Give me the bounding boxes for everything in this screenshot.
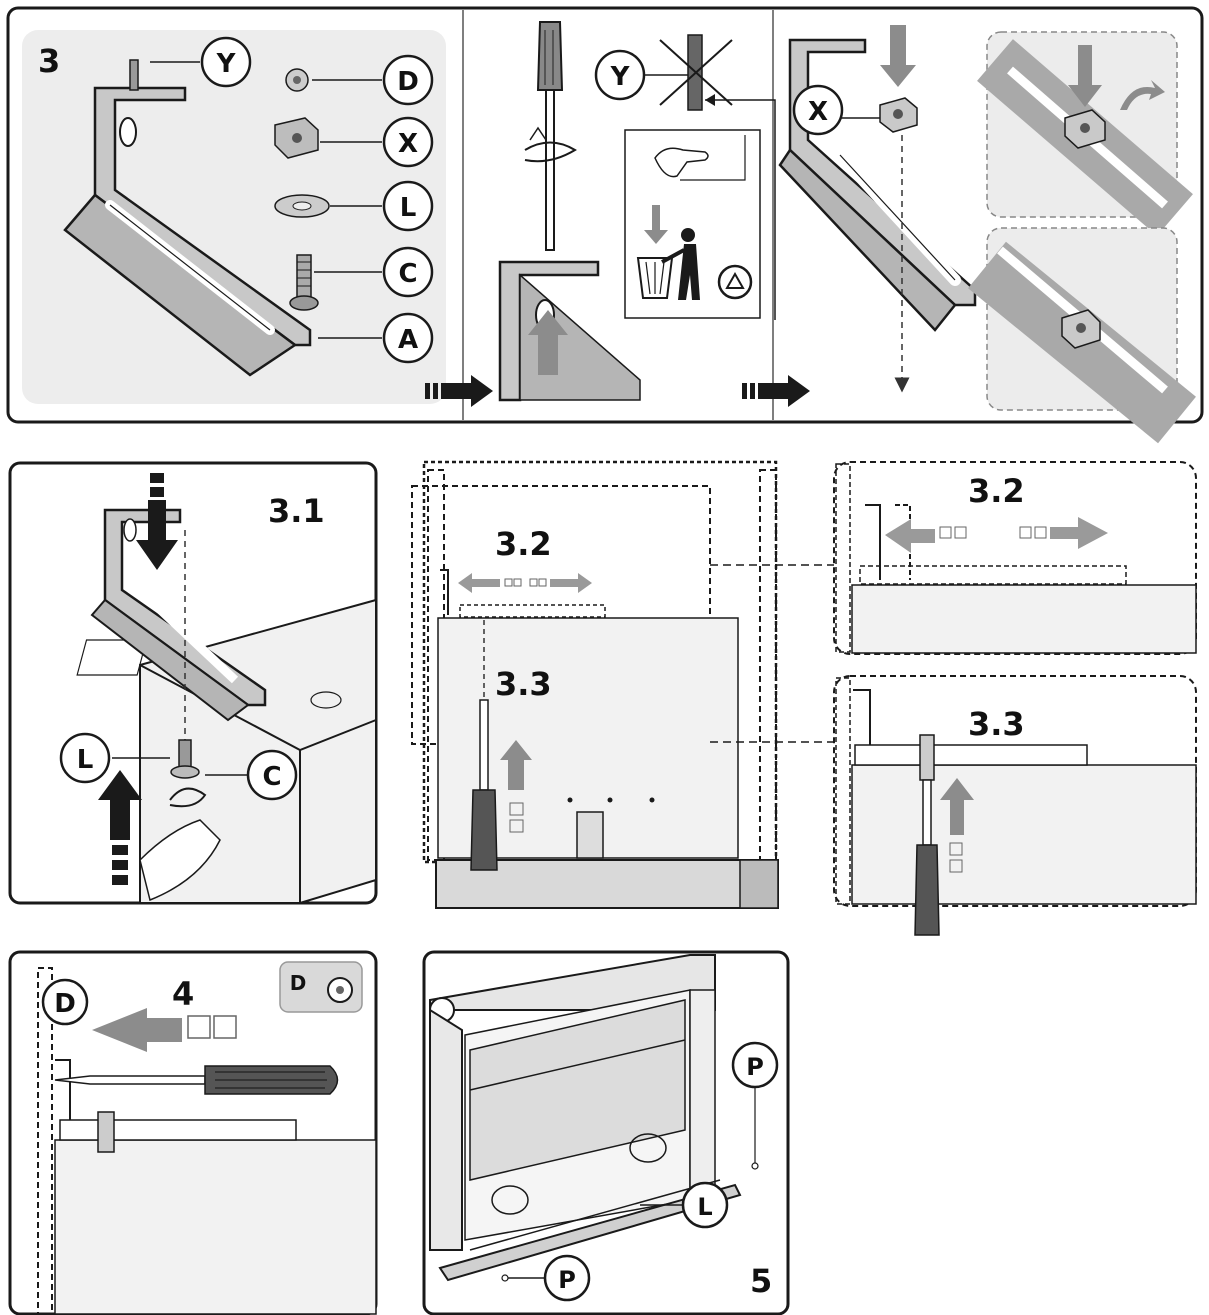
step-3-2-detail-label: 3.2 [968,472,1025,510]
callout-d: D [382,54,434,106]
panel-detail-3-2: 3.2 [833,461,1197,655]
callout-c: C [382,246,434,298]
callout-l: L [382,180,434,232]
recycle-icon [717,264,753,300]
callout-x: X [382,116,434,168]
svg-text:L: L [400,193,417,223]
callout-c-3-1: C [246,749,298,801]
step-3-3-detail-label: 3.3 [968,705,1025,743]
svg-text:D: D [397,67,419,97]
bracket-illustration [63,59,382,377]
cabinet-overview: 3.2 3.3 [411,460,835,909]
trash-bin-icon [636,228,700,300]
callout-l-3-1: L [59,732,111,784]
svg-text:D: D [54,989,76,1019]
bracket-cage-nut [778,25,977,393]
detail-insert-nut [977,31,1193,236]
svg-text:P: P [746,1053,764,1081]
svg-text:P: P [558,1266,576,1294]
panel-step-3-1: 3.1 L C [8,461,378,905]
disposal-box [624,129,761,319]
callout-p-bottom: P [543,1254,591,1302]
bracket-top-detail [498,260,641,402]
step-5-label: 5 [750,1262,772,1300]
callout-x-right: X [792,84,844,136]
part-d-badge: D [279,961,363,1013]
svg-text:L: L [697,1193,712,1221]
screw-c-3-1 [170,739,200,779]
panel-step-5: P L P 5 [422,950,790,1315]
step-3-1-label: 3.1 [268,492,325,530]
svg-text:C: C [262,762,281,792]
callout-a: A [382,312,434,364]
screwdriver-icon [54,1065,339,1095]
svg-text:Y: Y [610,62,631,92]
svg-text:X: X [808,97,828,127]
discard-part-y [659,34,776,320]
svg-text:A: A [398,325,418,355]
panel-step-3: 3 [6,6,1204,444]
callout-l-step-5: L [681,1181,729,1229]
step-4-label: 4 [172,975,194,1013]
svg-text:D: D [290,971,307,995]
next-arrow-2 [742,375,810,407]
svg-text:Y: Y [216,49,237,79]
svg-text:L: L [77,745,94,775]
panel-step-4: D 4 D [8,950,378,1315]
callout-d-step-4: D [41,978,89,1026]
callout-p-top: P [731,1041,779,1089]
screwdriver-icon [524,21,577,251]
svg-text:C: C [398,259,417,289]
next-arrow-1 [425,375,493,407]
step-3-2-overview-label: 3.2 [495,525,552,563]
step-3-3-overview-label: 3.3 [495,665,552,703]
step-3-label: 3 [38,42,60,80]
detail-nut-installed [968,227,1196,444]
callout-y: Y [200,36,252,88]
svg-text:X: X [398,129,418,159]
hand-icon [654,147,709,178]
panel-detail-3-3: 3.3 [833,675,1197,936]
callout-y-middle: Y [594,49,690,101]
